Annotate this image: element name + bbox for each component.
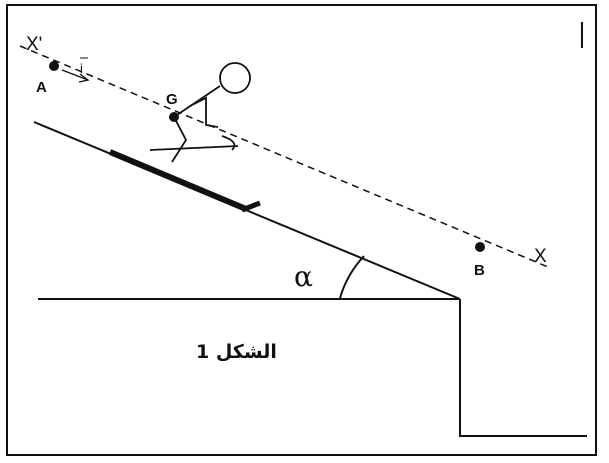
figure-frame — [6, 4, 597, 456]
skier-figure — [149, 62, 251, 163]
axis-label-end: X — [534, 246, 547, 267]
point-b-label: B — [474, 262, 485, 279]
point-a-dot — [49, 61, 59, 71]
axis-label-start: X' — [26, 34, 42, 55]
angle-arc — [339, 255, 365, 299]
ski-pole — [149, 145, 239, 151]
point-b-dot — [475, 242, 485, 252]
ski — [108, 149, 248, 212]
unit-vector: i — [61, 57, 90, 83]
unit-vector-label: i — [80, 61, 83, 76]
skier-arm — [189, 96, 219, 128]
step-edge — [459, 299, 587, 437]
ski-tip — [241, 200, 261, 213]
unit-vector-arrow — [61, 69, 89, 81]
point-a-label: A — [36, 79, 47, 96]
point-g-dot — [169, 112, 179, 122]
skier-leg — [171, 116, 188, 163]
point-g-label: G — [166, 91, 178, 108]
figure-caption: الشكل 1 — [196, 341, 277, 363]
angle-label: α — [294, 260, 313, 293]
dashed-axis — [19, 45, 549, 268]
unit-vector-arrowhead — [78, 73, 90, 83]
skier-head — [219, 62, 251, 94]
skier-hand — [221, 135, 236, 151]
